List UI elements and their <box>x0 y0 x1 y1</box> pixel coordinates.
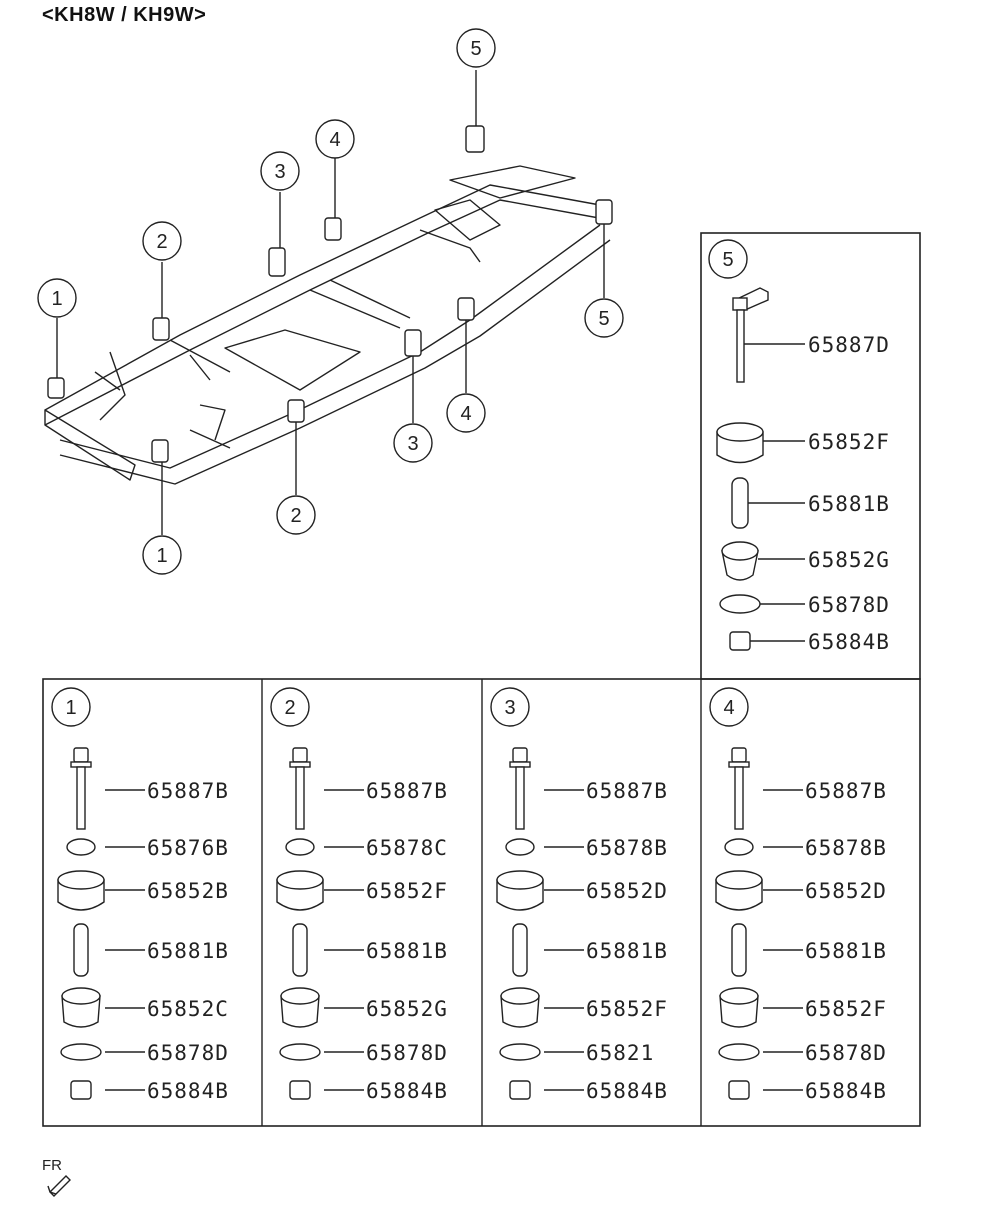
panel-1: 1 65887B 65876B 65852B 65881B 65852C 65878D 658… <box>51 687 229 1103</box>
part-shape <box>280 987 320 1028</box>
part-number: 65878B <box>805 836 887 860</box>
part-shape <box>61 987 101 1028</box>
frame-callout: 4 <box>329 129 340 151</box>
part-number: 65884B <box>147 1079 229 1103</box>
bottom-panels: 1 65887B 65876B 65852B 65881B 65852C 65878D 658… <box>51 687 887 1103</box>
part-shape <box>509 747 531 830</box>
part-shape <box>500 987 540 1028</box>
part-number: 65852B <box>147 879 229 903</box>
part-shape <box>728 747 750 830</box>
part-number: 65887B <box>147 779 229 803</box>
part-shape <box>719 987 759 1028</box>
part-shape <box>718 1043 760 1061</box>
part-number: 65878D <box>805 1041 887 1065</box>
part-number: 65876B <box>147 836 229 860</box>
part-number: 65878D <box>808 593 890 617</box>
panel-number: 2 <box>284 697 295 719</box>
part-number: 65852F <box>586 997 668 1021</box>
part-shape <box>57 870 105 911</box>
frame-callout: 3 <box>274 161 285 183</box>
frame-callout: 5 <box>470 38 481 60</box>
part-number: 65878D <box>147 1041 229 1065</box>
part-number: 65884B <box>808 630 890 654</box>
front-label: FR <box>42 1157 62 1174</box>
part-number: 65887B <box>586 779 668 803</box>
part-number: 65881B <box>586 939 668 963</box>
frame-callouts: 1 2 3 4 5 1 2 3 4 5 <box>37 28 624 575</box>
part-number: 65878C <box>366 836 448 860</box>
part-number: 65884B <box>366 1079 448 1103</box>
part-shape <box>73 923 89 977</box>
part-number: 65852D <box>586 879 668 903</box>
part-shape <box>60 1043 102 1061</box>
diagram-title: <KH8W / KH9W> <box>42 4 207 26</box>
panel-number: 3 <box>504 697 515 719</box>
part-number: 65884B <box>586 1079 668 1103</box>
part-number: 65887D <box>808 333 890 357</box>
part-shape <box>505 838 535 856</box>
frame-callout: 3 <box>407 433 418 455</box>
part-number: 65852F <box>805 997 887 1021</box>
panel-2: 2 65887B 65878C 65852F 65881B 65852G 65878D 658… <box>270 687 448 1103</box>
part-shape <box>70 747 92 830</box>
chassis-frame <box>44 165 611 485</box>
part-shape <box>509 1080 531 1100</box>
part-shape <box>496 870 544 911</box>
part-number: 65852C <box>147 997 229 1021</box>
part-shape <box>512 923 528 977</box>
part-shape <box>279 1043 321 1061</box>
part-shape <box>289 747 311 830</box>
panel-number: 1 <box>65 697 76 719</box>
panel-number: 5 <box>722 249 733 271</box>
part-shape <box>728 1080 750 1100</box>
panel-5: 5 65887D 65852F 65881B 65852G 65878D 658… <box>700 232 921 680</box>
part-number: 65852G <box>808 548 890 572</box>
part-number: 65878B <box>586 836 668 860</box>
part-shape <box>724 838 754 856</box>
frame-callout: 2 <box>290 505 301 527</box>
frame-callout: 2 <box>156 231 167 253</box>
part-number: 65881B <box>805 939 887 963</box>
frame-callout: 1 <box>156 545 167 567</box>
part-number: 65852G <box>366 997 448 1021</box>
part-shape <box>289 1080 311 1100</box>
part-shape <box>70 1080 92 1100</box>
part-shape <box>66 838 96 856</box>
part-number: 65852F <box>366 879 448 903</box>
panel-4: 4 65887B 65878B 65852D 65881B 65852F 65878D 658… <box>709 687 887 1103</box>
panel-3: 3 65887B 65878B 65852D 65881B 65852F 65821 6588… <box>490 687 668 1103</box>
part-shape <box>499 1043 541 1061</box>
part-number: 65821 <box>586 1041 654 1065</box>
part-number: 65878D <box>366 1041 448 1065</box>
part-number: 65884B <box>805 1079 887 1103</box>
panel-number: 4 <box>723 697 734 719</box>
part-number: 65887B <box>366 779 448 803</box>
part-shape <box>276 870 324 911</box>
front-direction-mark: FR <box>42 1157 71 1197</box>
part-number: 65881B <box>366 939 448 963</box>
part-shape <box>731 923 747 977</box>
frame-callout: 4 <box>460 403 471 425</box>
frame-callout: 5 <box>598 308 609 330</box>
part-number: 65881B <box>147 939 229 963</box>
part-number: 65887B <box>805 779 887 803</box>
frame-callout: 1 <box>51 288 62 310</box>
part-number: 65881B <box>808 492 890 516</box>
part-shape <box>292 923 308 977</box>
part-shape <box>285 838 315 856</box>
part-number: 65852F <box>808 430 890 454</box>
part-number: 65852D <box>805 879 887 903</box>
part-shape <box>715 870 763 911</box>
